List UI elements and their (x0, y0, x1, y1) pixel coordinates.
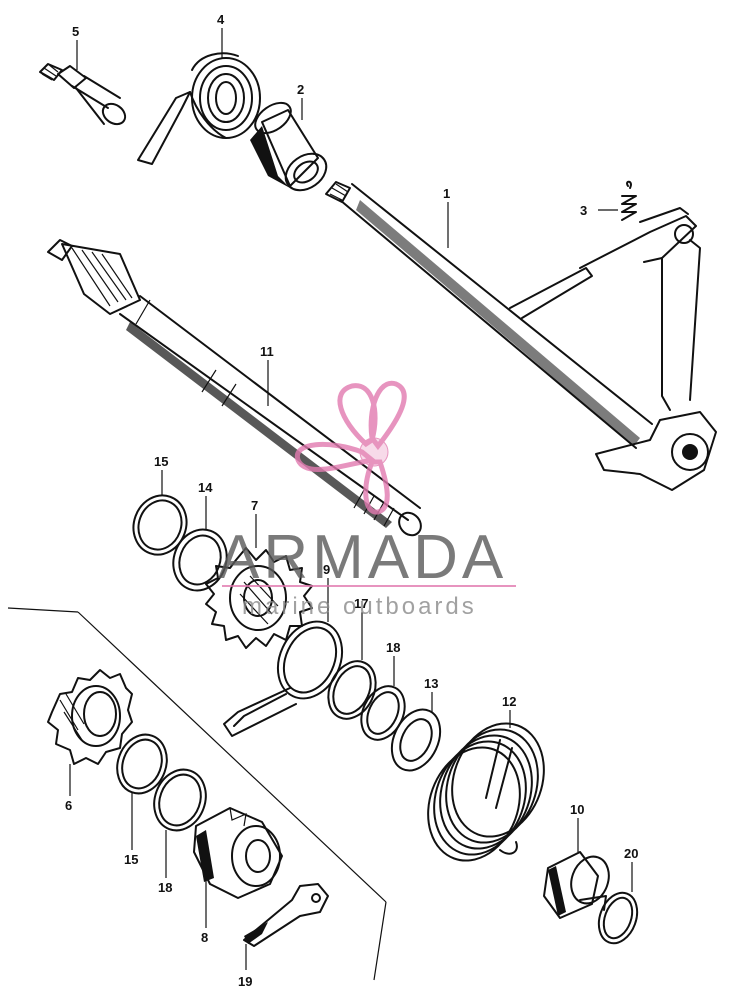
label-part-2: 2 (297, 82, 304, 97)
part-18-circlip-upper (132, 494, 188, 556)
label-part-11: 11 (260, 344, 274, 359)
part-2-collar (250, 101, 328, 192)
part-number-labels: 5 4 2 3 1 11 15 14 7 9 17 18 13 12 10 20… (65, 12, 638, 989)
label-part-1: 1 (443, 186, 450, 201)
label-part-10: 19 (238, 974, 252, 989)
part-8-ratchet (193, 807, 283, 899)
watermark-brand: ARMADA (218, 523, 507, 592)
label-part-8: 8 (201, 930, 208, 945)
part-3-small-spring (598, 180, 637, 221)
label-part-13: 10 (570, 802, 584, 817)
label-part-19: 18 (386, 640, 400, 655)
label-part-9: 9 (323, 562, 330, 577)
propeller-logo (294, 380, 407, 515)
propeller-blade (368, 380, 407, 451)
label-part-3: 3 (580, 203, 587, 218)
label-part-12: 12 (502, 694, 516, 709)
part-10-spring-plate (243, 883, 329, 947)
part-12-return-spring (427, 722, 545, 862)
propeller-blade (363, 459, 390, 515)
watermark-tagline: marine outboards (242, 593, 477, 620)
propeller-blade (294, 441, 378, 472)
part-13-collar (543, 851, 610, 919)
label-part-17: 18 (158, 880, 172, 895)
label-part-15-lower: 15 (124, 852, 138, 867)
part-5-stud-bolt (39, 63, 127, 126)
part-14-washer (390, 708, 442, 772)
label-part-4: 4 (217, 12, 225, 27)
part-11-spindle-shaft (47, 239, 422, 537)
label-part-14: 13 (424, 676, 438, 691)
part-15-washer-lower (116, 733, 168, 795)
label-part-6: 6 (65, 798, 72, 813)
label-part-20: 20 (624, 846, 638, 861)
armada-watermark: ARMADA marine outboards (218, 380, 516, 620)
label-part-15-upper: 14 (198, 480, 213, 495)
label-part-18-upper: 15 (154, 454, 168, 469)
part-18-circlip-middle (327, 660, 377, 720)
label-part-18-middle: 17 (354, 596, 368, 611)
part-20-circlip (597, 891, 639, 945)
part-19-washer (360, 685, 406, 741)
label-part-5: 5 (72, 24, 79, 39)
part-6-gear (47, 669, 133, 765)
part-4-torsion-spring (137, 52, 261, 165)
leader-lines (69, 28, 633, 970)
part-17-ring (153, 768, 207, 832)
part-1-kick-spindle (325, 181, 717, 491)
group-boundary (7, 607, 387, 981)
propeller-hub (359, 437, 389, 467)
part-7-gear (205, 547, 313, 649)
propeller-blade (337, 383, 378, 448)
label-part-7: 7 (251, 498, 258, 513)
